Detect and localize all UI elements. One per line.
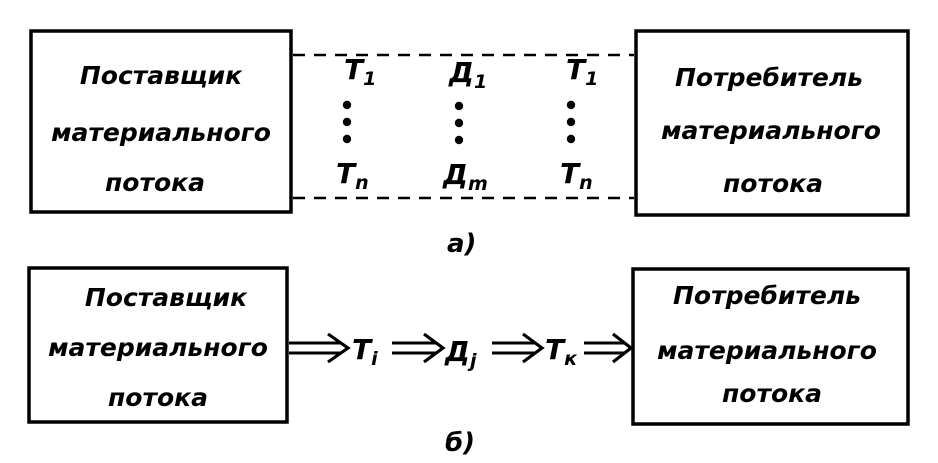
diagram-b: Поставщик материального потока Потребите…	[27, 266, 910, 458]
ellipsis-dot	[566, 134, 576, 144]
double-arrow-2	[392, 332, 446, 364]
ellipsis-dot	[566, 117, 576, 127]
chain-label-3: Тк	[545, 333, 578, 370]
diagram-a: Поставщик материального потока Потребите…	[29, 29, 910, 259]
column-1-top-label: Т1	[344, 53, 376, 90]
diagram-a-supplier-box: Поставщик материального потока	[29, 29, 293, 214]
chain-label-2: Дj	[444, 335, 477, 372]
supplier-label-line3: потока	[105, 168, 205, 197]
ellipsis-dot	[454, 135, 464, 145]
supplier-label-line1: Поставщик	[85, 283, 248, 312]
column-2-top-label: Д1	[448, 56, 487, 93]
double-arrow-4	[584, 332, 634, 364]
double-arrow-1	[289, 332, 351, 364]
ellipsis-dot	[342, 134, 352, 144]
diagram-a-caption: а)	[447, 229, 476, 259]
consumer-label-line1: Потребитель	[675, 63, 863, 92]
supplier-label-line3: потока	[108, 383, 208, 412]
ellipsis-dot	[342, 117, 352, 127]
ellipsis-dot	[342, 100, 352, 110]
ellipsis-dot	[454, 101, 464, 111]
column-3-top-label: Т1	[566, 53, 598, 90]
diagram-a-consumer-box: Потребитель материального потока	[634, 29, 910, 217]
ellipsis-dot	[454, 118, 464, 128]
supplier-label-line2: материального	[48, 333, 268, 362]
chain-label-1: Тi	[352, 333, 378, 370]
diagram-b-supplier-box: Поставщик материального потока	[27, 266, 289, 424]
diagram-b-caption: б)	[445, 428, 475, 458]
supplier-label-line1: Поставщик	[80, 61, 243, 90]
column-2: Д1 Дm	[442, 56, 488, 195]
column-2-bottom-label: Дm	[442, 158, 488, 195]
consumer-label-line2: материального	[657, 336, 877, 365]
ellipsis-dot	[566, 100, 576, 110]
consumer-label-line3: потока	[722, 379, 822, 408]
diagram-b-consumer-box: Потребитель материального потока	[631, 267, 910, 426]
double-arrow-3	[492, 332, 545, 364]
consumer-label-line3: потока	[723, 169, 823, 198]
consumer-label-line2: материального	[661, 116, 881, 145]
column-3-bottom-label: Тn	[560, 157, 593, 194]
column-1: Т1 Тn	[336, 53, 376, 194]
consumer-label-line1: Потребитель	[673, 281, 861, 310]
column-1-bottom-label: Тn	[336, 157, 369, 194]
column-3: Т1 Тn	[560, 53, 598, 194]
supplier-label-line2: материального	[51, 118, 271, 147]
